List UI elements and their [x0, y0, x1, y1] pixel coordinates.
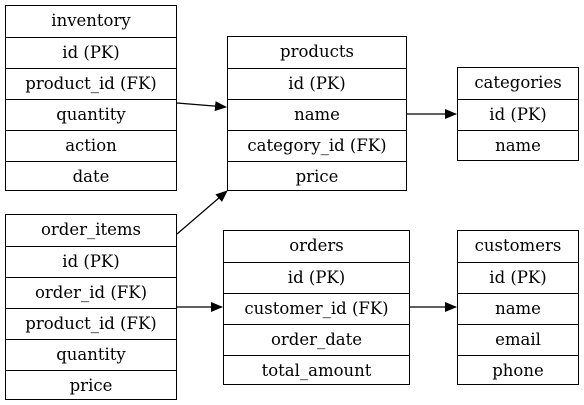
entity-title: orders [289, 236, 344, 256]
field-product-id: product_id (FK) [6, 308, 176, 339]
field-id: id (PK) [228, 68, 406, 99]
field-price: price [6, 370, 176, 401]
entity-customers[interactable]: customers id (PK) name email phone [457, 230, 579, 385]
field-customer-id: customer_id (FK) [224, 293, 409, 324]
entity-products[interactable]: products id (PK) name category_id (FK) p… [227, 36, 407, 191]
entity-inventory[interactable]: inventory id (PK) product_id (FK) quanti… [5, 5, 177, 191]
field-action: action [6, 130, 176, 161]
field-price: price [228, 161, 406, 192]
field-date: date [6, 161, 176, 192]
field-order-date: order_date [224, 324, 409, 355]
entity-title: categories [474, 73, 562, 93]
field-name: name [228, 99, 406, 130]
field-id: id (PK) [6, 37, 176, 68]
entity-title: order_items [40, 220, 142, 240]
edge-inventory-to-products [176, 101, 227, 112]
field-order-id: order_id (FK) [6, 277, 176, 308]
entity-title: products [280, 42, 354, 62]
field-email: email [458, 324, 578, 355]
entity-categories[interactable]: categories id (PK) name [457, 67, 579, 161]
field-phone: phone [458, 355, 578, 386]
entity-order-items[interactable]: order_items id (PK) order_id (FK) produc… [5, 214, 177, 400]
field-name: name [458, 293, 578, 324]
edge-order-items-to-products [176, 190, 228, 235]
field-id: id (PK) [6, 246, 176, 277]
field-name: name [458, 130, 578, 161]
entity-title: customers [474, 236, 562, 256]
field-total-amount: total_amount [224, 355, 409, 386]
field-id: id (PK) [224, 262, 409, 293]
field-category-id: category_id (FK) [228, 130, 406, 161]
field-id: id (PK) [458, 262, 578, 293]
field-id: id (PK) [458, 99, 578, 130]
field-product-id: product_id (FK) [6, 68, 176, 99]
field-quantity: quantity [6, 99, 176, 130]
entity-orders[interactable]: orders id (PK) customer_id (FK) order_da… [223, 230, 410, 385]
entity-title: inventory [51, 11, 131, 31]
field-quantity: quantity [6, 339, 176, 370]
